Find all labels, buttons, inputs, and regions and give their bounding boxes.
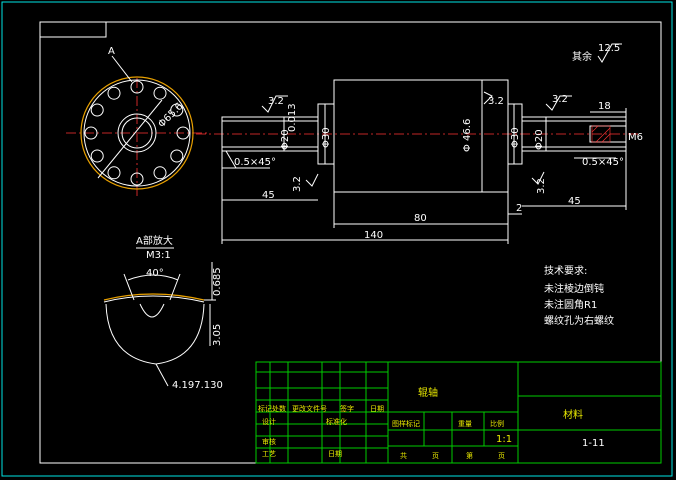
detail-d2: 3.05 [212, 324, 223, 346]
detail-title: A部放大 [136, 234, 173, 247]
tb-r4: 日期 [328, 450, 342, 458]
roughness-other-label: 其余 [572, 50, 592, 63]
outer-circle [80, 76, 194, 190]
inner-frame [39, 21, 662, 464]
shaft-view: Φ20 0.013 Φ30 Φ 46.6 Φ30 Φ20 3.2 3.2 3.2… [196, 79, 643, 244]
section-view: A Φ65.6 [66, 46, 208, 198]
tb-ft2: 第 [466, 451, 473, 460]
tb-h2: 更改文件号 [292, 404, 327, 413]
bore-circle [117, 113, 157, 153]
rough-e: 3.2 [536, 178, 547, 194]
detail-view: A部放大 M3:1 40° 0.685 3.05 4.197.130 [103, 234, 223, 391]
tb-ft3: 页 [498, 452, 505, 460]
section-label: A [108, 46, 115, 57]
spline-tooth [170, 149, 184, 163]
dim-d20b: Φ20 [534, 129, 545, 150]
detail-angle: 40° [146, 268, 164, 279]
tb-material: 材料 [563, 408, 583, 421]
chamfer-left: 0.5×45° [234, 157, 276, 168]
title-block: 辊轴 材料 1-11 1:1 标记 处数 更改文件号 签字 日期 设计 标准化 … [255, 361, 662, 464]
tb-f0: 图样标记 [392, 419, 420, 428]
tech-requirements: 技术要求: 未注棱边倒钝 未注圆角R1 螺纹孔为右螺纹 [544, 264, 614, 327]
dim-45-left: 45 [262, 190, 275, 201]
corner-box [39, 21, 107, 38]
tb-drawing-no: 1-11 [582, 438, 605, 449]
roughness-symbol [597, 43, 622, 63]
rough-c: 3.2 [488, 96, 504, 107]
tb-scale: 1:1 [496, 434, 512, 445]
spline-tooth [90, 103, 104, 117]
spline-tooth [130, 172, 144, 186]
tb-h4: 日期 [370, 405, 384, 413]
tb-f2: 比例 [490, 419, 504, 428]
tb-f1: 重量 [458, 420, 472, 428]
thread-label: M6 [628, 132, 643, 143]
tb-h0: 标记 [258, 404, 272, 413]
tb-h3: 签字 [340, 404, 354, 413]
dim-d46: Φ 46.6 [462, 119, 473, 152]
spline-tooth [130, 80, 144, 94]
tb-r0: 设计 [262, 417, 276, 426]
dim-140: 140 [364, 230, 383, 241]
spline-tooth [84, 126, 98, 140]
spline-tooth [176, 126, 190, 140]
tb-ft0: 共 [400, 451, 407, 460]
spline-tooth [107, 166, 121, 180]
detail-tol: 4.197.130 [172, 380, 223, 391]
dim-18: 18 [598, 101, 611, 112]
dim-tol-a: 0.013 [287, 103, 298, 132]
dim-d20a: Φ20 [280, 129, 291, 150]
tb-r1: 标准化 [326, 417, 347, 426]
dim-45-right: 45 [568, 196, 581, 207]
spline-tooth [107, 86, 121, 100]
tech-line-1: 未注棱边倒钝 [544, 282, 604, 295]
chamfer-right: 0.5×45° [582, 157, 624, 168]
detail-d1: 0.685 [212, 267, 223, 296]
spline-tooth [153, 166, 167, 180]
tech-line-3: 螺纹孔为右螺纹 [544, 314, 614, 327]
tech-line-2: 未注圆角R1 [544, 298, 597, 311]
rough-a: 3.2 [268, 96, 284, 107]
rough-d: 3.2 [552, 94, 568, 105]
spline-tooth [170, 103, 184, 117]
dim-2: 2 [516, 203, 522, 214]
spline-tooth [90, 149, 104, 163]
tb-r2: 审核 [262, 437, 276, 446]
spline-tooth [153, 86, 167, 100]
dim-80: 80 [414, 213, 427, 224]
tb-r3: 工艺 [262, 450, 276, 458]
rough-b: 3.2 [292, 176, 303, 192]
dim-d30a: Φ30 [321, 127, 332, 148]
tb-part-name: 辊轴 [418, 386, 438, 399]
dim-d-hub: Φ65.6 [156, 101, 185, 130]
tb-ft1: 页 [432, 452, 439, 460]
dim-d30b: Φ30 [510, 127, 521, 148]
tech-heading: 技术要求: [544, 264, 587, 277]
detail-scale: M3:1 [146, 250, 171, 261]
tb-h1: 处数 [272, 404, 286, 413]
